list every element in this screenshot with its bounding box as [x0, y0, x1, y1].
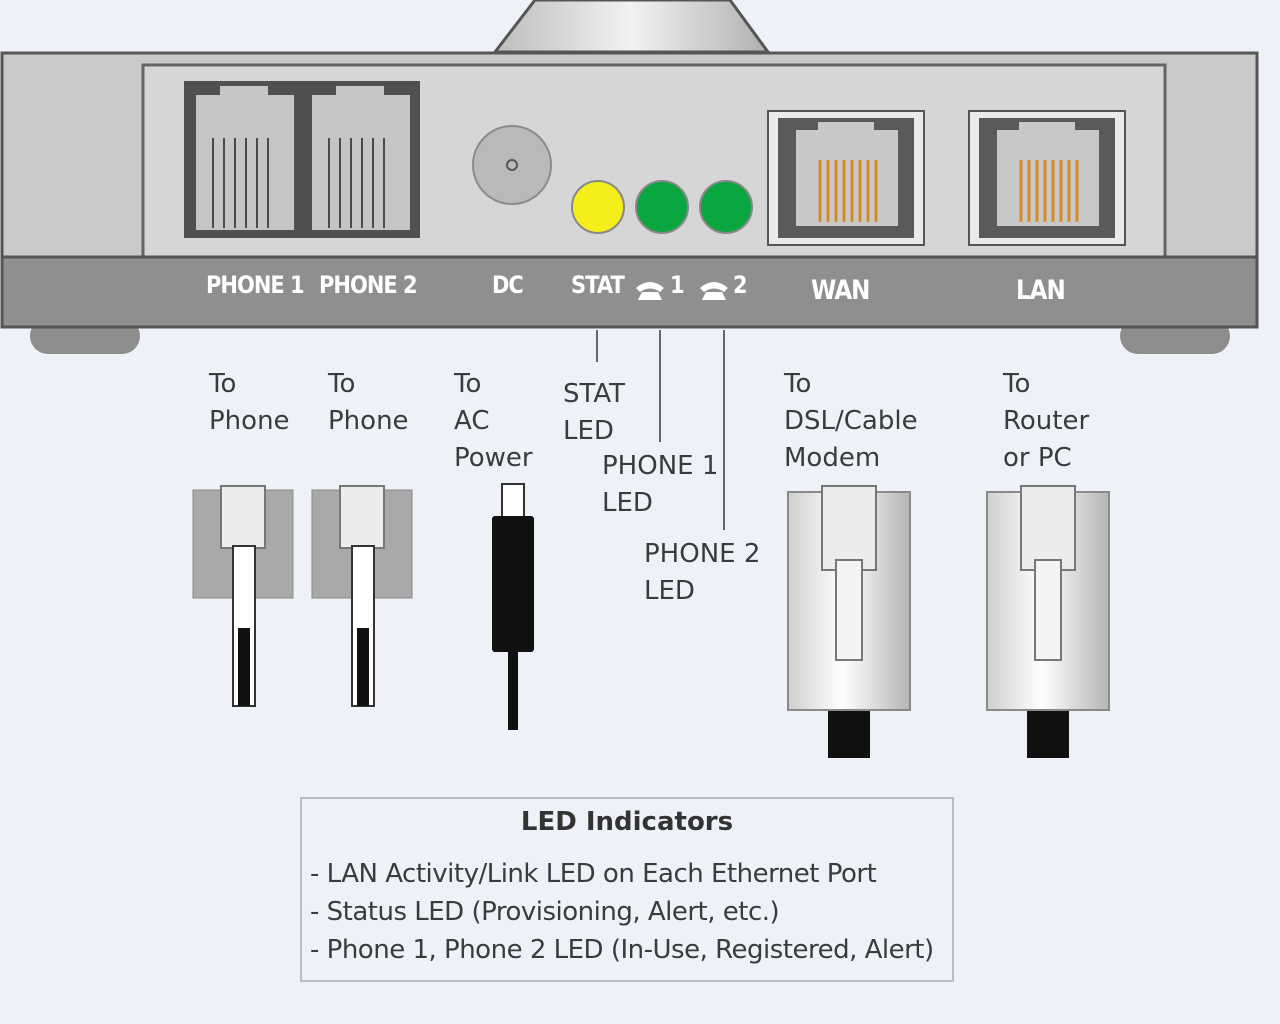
callout-wan-cable: To DSL/Cable Modem	[784, 366, 918, 477]
stand-top	[491, 0, 771, 54]
phone2-jack	[312, 86, 410, 230]
callout-line: To	[784, 369, 812, 399]
label-strip	[0, 255, 1259, 329]
stat-led	[571, 180, 625, 234]
callout-line: To	[454, 369, 482, 399]
phone-handset-icon	[700, 282, 728, 300]
callout-line: LED	[602, 488, 653, 518]
callout-line: or PC	[1003, 443, 1072, 473]
port-label-wan: WAN	[811, 276, 870, 306]
callout-line: To	[328, 369, 356, 399]
callout-line: Phone	[328, 406, 409, 436]
callout-line: AC	[454, 406, 490, 436]
ethernet-plug-wan	[787, 485, 911, 758]
callout-line: LED	[644, 576, 695, 606]
phone-plug-1	[192, 485, 294, 707]
callout-phone1-led: PHONE 1 LED	[602, 448, 718, 522]
callout-power-cable: To AC Power	[454, 366, 533, 477]
callout-phone2-led: PHONE 2 LED	[644, 536, 760, 610]
callout-phone2-cable: To Phone	[328, 366, 409, 440]
callout-lan-cable: To Router or PC	[1003, 366, 1089, 477]
legend-item: - Phone 1, Phone 2 LED (In-Use, Register…	[310, 935, 934, 965]
callout-stat-led: STAT LED	[563, 376, 625, 450]
callout-line: Router	[1003, 406, 1090, 436]
dc-power-jack	[472, 125, 552, 205]
port-label-led2: 2	[733, 271, 748, 299]
legend-item: - Status LED (Provisioning, Alert, etc.)	[310, 897, 780, 927]
callout-line: PHONE 1	[602, 451, 719, 481]
port-label-phone2: PHONE 2	[319, 271, 418, 299]
legend-title: LED Indicators	[520, 807, 734, 837]
callout-line: To	[1003, 369, 1031, 399]
port-label-stat: STAT	[571, 271, 625, 299]
callout-line: STAT	[563, 379, 626, 409]
phone-plug-2	[311, 485, 413, 707]
ethernet-plug-lan	[986, 485, 1110, 758]
callout-phone1-cable: To Phone	[209, 366, 290, 440]
callout-line: To	[209, 369, 237, 399]
phone1-jack	[196, 86, 294, 230]
phone-handset-icon	[636, 282, 664, 300]
wan-port	[767, 110, 925, 246]
port-label-lan: LAN	[1016, 276, 1066, 306]
led-indicators-legend: LED Indicators - LAN Activity/Link LED o…	[300, 797, 954, 982]
phone1-led	[635, 180, 689, 234]
power-plug	[492, 483, 534, 730]
port-label-led1: 1	[670, 271, 685, 299]
callout-line: PHONE 2	[644, 539, 761, 569]
port-label-dc: DC	[492, 271, 524, 299]
callout-line: Phone	[209, 406, 290, 436]
port-label-phone1: PHONE 1	[206, 271, 305, 299]
callout-line: DSL/Cable	[784, 406, 918, 436]
callout-line: LED	[563, 416, 614, 446]
callout-line: Modem	[784, 443, 881, 473]
callout-line: Power	[454, 443, 533, 473]
legend-item: - LAN Activity/Link LED on Each Ethernet…	[310, 859, 877, 889]
phone2-led	[699, 180, 753, 234]
lan-port	[968, 110, 1126, 246]
